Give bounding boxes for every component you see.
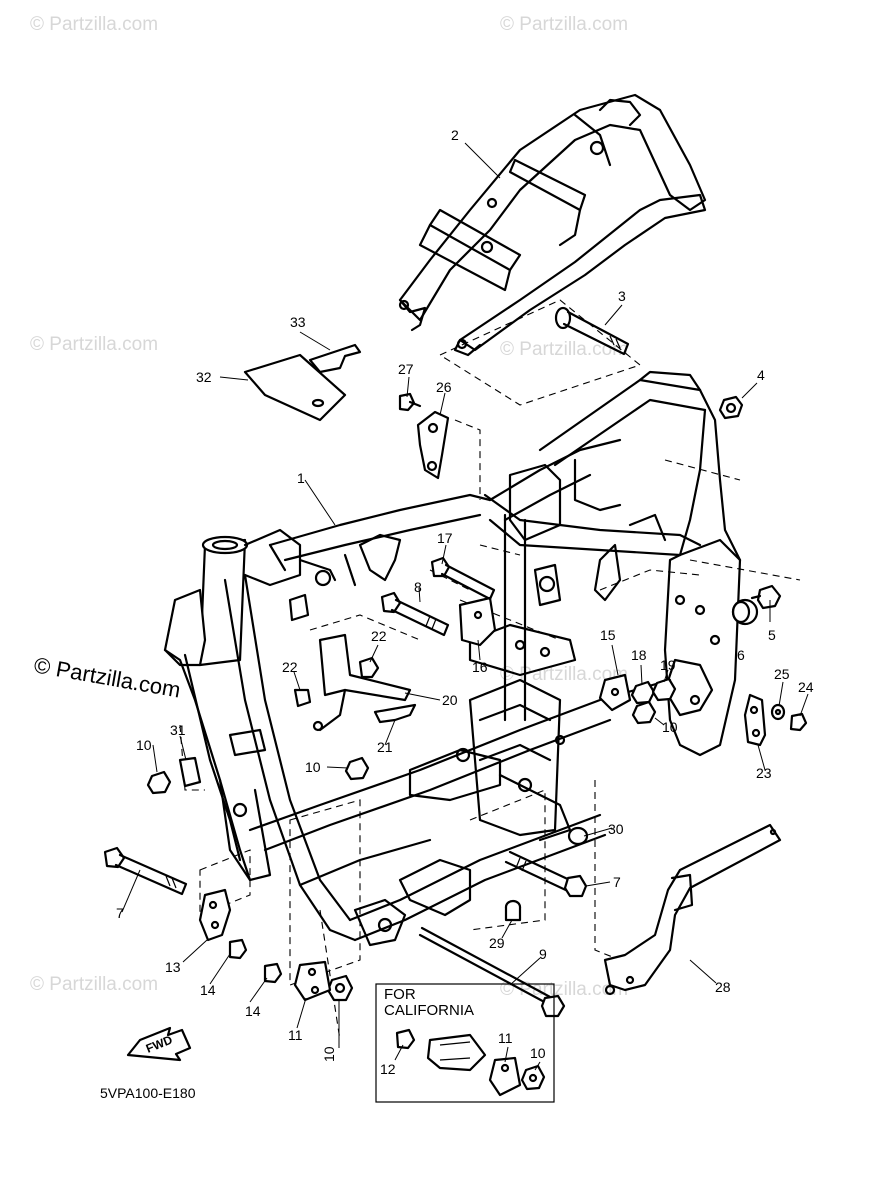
bracket-part-23 bbox=[743, 693, 767, 747]
callout-26: 26 bbox=[436, 379, 452, 395]
bracket-part-13 bbox=[198, 888, 232, 942]
watermark-text: © Partzilla.com bbox=[500, 664, 628, 685]
watermark-text: © Partzilla.com bbox=[30, 14, 158, 35]
cap-part-6 bbox=[731, 598, 759, 626]
callout-28: 28 bbox=[715, 979, 731, 995]
nut-part-19 bbox=[651, 677, 677, 702]
clip-part-33 bbox=[308, 343, 362, 374]
callout-32: 32 bbox=[196, 369, 212, 385]
callout-7-right: 7 bbox=[613, 874, 621, 890]
callout-31: 31 bbox=[170, 722, 186, 738]
callout-21: 21 bbox=[377, 739, 393, 755]
callout-27: 27 bbox=[398, 361, 414, 377]
cover-part-32 bbox=[243, 353, 347, 422]
watermark-text: © Partzilla.com bbox=[30, 974, 158, 995]
washer-part-25 bbox=[770, 703, 786, 721]
callout-1: 1 bbox=[297, 470, 305, 486]
callout-11: 11 bbox=[288, 1027, 303, 1043]
watermark-text: © Partzilla.com bbox=[500, 339, 628, 360]
callout-10-d: 10 bbox=[321, 1046, 337, 1062]
callout-3: 3 bbox=[618, 288, 626, 304]
bolt-part-7-left bbox=[103, 846, 188, 896]
forward-direction-arrow: FWD bbox=[126, 1026, 192, 1062]
california-inset-box: FOR CALIFORNIA bbox=[375, 983, 555, 1103]
assembly-dashed-lines bbox=[179, 299, 801, 1041]
bolt-part-29 bbox=[504, 899, 522, 922]
nut-part-10 bbox=[146, 700, 657, 1002]
stay-part-28 bbox=[603, 823, 782, 996]
callout-numbers: 1 2 3 4 5 6 7 7 8 9 10 10 10 10 10 11 11… bbox=[116, 127, 814, 1077]
main-frame-part-1 bbox=[163, 370, 742, 947]
callout-20: 20 bbox=[442, 692, 458, 708]
watermark-text: © Partzilla.com bbox=[500, 14, 628, 35]
bracket-part-20 bbox=[312, 633, 412, 732]
bolt-part-5 bbox=[750, 584, 782, 610]
callout-8: 8 bbox=[414, 579, 422, 595]
callout-10-a: 10 bbox=[136, 737, 152, 753]
callout-23: 23 bbox=[756, 765, 772, 781]
callout-15: 15 bbox=[600, 627, 616, 643]
callout-2: 2 bbox=[451, 127, 459, 143]
bolt-part-9 bbox=[418, 926, 566, 1018]
callout-10-b: 10 bbox=[305, 759, 321, 775]
callout-9: 9 bbox=[539, 946, 547, 962]
callout-11-california: 11 bbox=[498, 1030, 513, 1046]
callout-6: 6 bbox=[737, 647, 745, 663]
callout-14-b: 14 bbox=[245, 1003, 261, 1019]
callout-33: 33 bbox=[290, 314, 306, 330]
bolt-part-7-right bbox=[504, 850, 588, 898]
bolt-part-22 bbox=[293, 656, 380, 708]
callout-10-e: 10 bbox=[530, 1045, 546, 1061]
cap-part-30 bbox=[567, 826, 589, 846]
callout-16: 16 bbox=[472, 659, 488, 675]
watermark-text-large: © Partzilla.com bbox=[32, 652, 182, 702]
clip-part-21 bbox=[373, 703, 417, 724]
diagram-code: 5VPA100-E180 bbox=[100, 1085, 196, 1101]
bracket-plate-part-11 bbox=[293, 960, 332, 1002]
callout-13: 13 bbox=[165, 959, 181, 975]
callout-25: 25 bbox=[774, 666, 790, 682]
callout-30: 30 bbox=[608, 821, 624, 837]
callout-7-left: 7 bbox=[116, 905, 124, 921]
california-box-line2: CALIFORNIA bbox=[384, 1002, 474, 1019]
nut-part-18 bbox=[630, 680, 656, 705]
callout-5: 5 bbox=[768, 627, 776, 643]
plate-part-15 bbox=[598, 673, 632, 712]
callout-22-b: 22 bbox=[282, 659, 298, 675]
california-box-line1: FOR bbox=[384, 986, 416, 1003]
bracket-part-26 bbox=[416, 410, 450, 480]
callout-14-a: 14 bbox=[200, 982, 216, 998]
nut-part-4 bbox=[718, 395, 744, 420]
bolt-part-8 bbox=[380, 591, 450, 637]
bolt-part-14 bbox=[228, 938, 283, 984]
bolt-part-17 bbox=[430, 556, 496, 601]
callout-17: 17 bbox=[437, 530, 453, 546]
callout-18: 18 bbox=[631, 647, 647, 663]
grommet-part-31 bbox=[178, 756, 202, 788]
plate-part-16 bbox=[458, 596, 497, 647]
callout-24: 24 bbox=[798, 679, 814, 695]
callout-10-c: 10 bbox=[662, 719, 678, 735]
callout-22-a: 22 bbox=[371, 628, 387, 644]
leader-lines bbox=[121, 142, 809, 1048]
bolt-part-24 bbox=[789, 712, 808, 732]
callout-4: 4 bbox=[757, 367, 765, 383]
bolt-part-3 bbox=[554, 306, 630, 356]
callout-29: 29 bbox=[489, 935, 505, 951]
callout-19: 19 bbox=[660, 657, 676, 673]
watermark-text: © Partzilla.com bbox=[30, 334, 158, 355]
callout-12: 12 bbox=[380, 1061, 396, 1077]
rear-subframe-part-2 bbox=[398, 93, 707, 357]
bolt-part-27 bbox=[398, 392, 422, 412]
